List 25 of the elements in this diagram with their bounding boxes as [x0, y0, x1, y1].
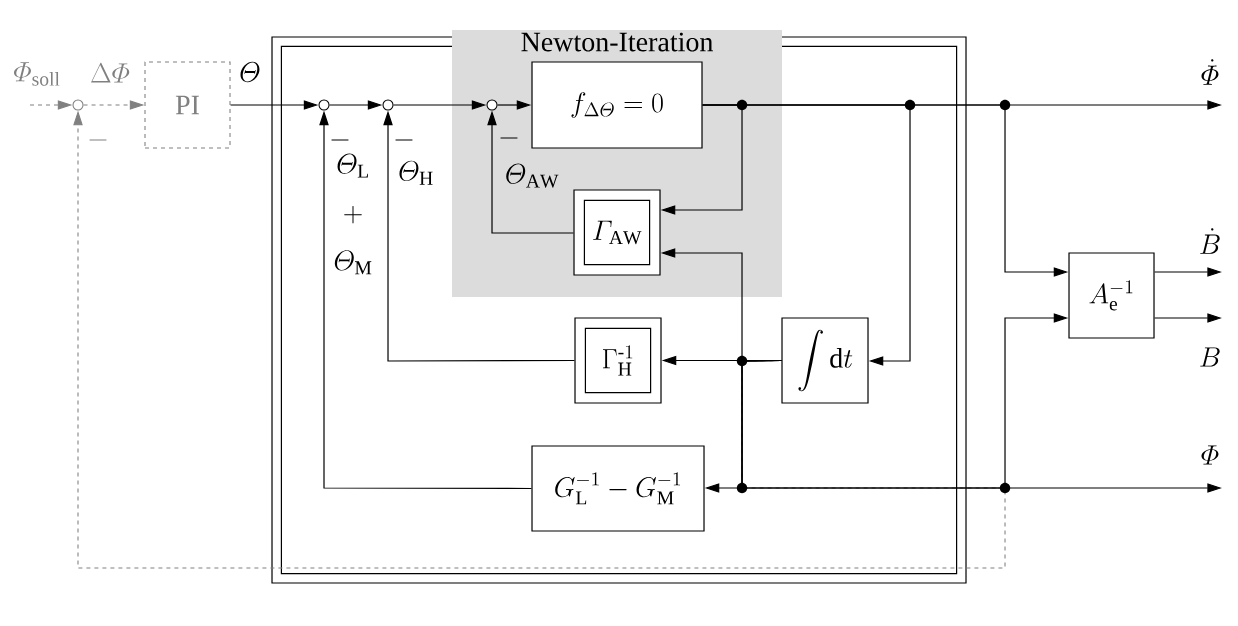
edge-label: $\varPhi$ — [1201, 445, 1219, 465]
edge-label: $\dot{B}$ — [1200, 228, 1220, 254]
block-box: $f_{\Delta\varTheta} = 0$ — [531, 61, 703, 149]
summing-junction — [382, 99, 394, 111]
block-box: $\varGamma_\mathrm{AW}$ — [573, 189, 661, 276]
block-box: $G_\mathrm{L}^{-1} - G_\mathrm{M}^{-1}$ — [531, 445, 705, 532]
controller-box: PI — [144, 61, 231, 149]
edge-label: $\varPhi_\mathrm{soll}$ — [14, 62, 60, 86]
edge-label: $B$ — [1200, 347, 1220, 367]
summing-junction — [486, 99, 498, 111]
edge-label: $\Delta\varPhi$ — [91, 62, 130, 83]
edge-label: $\begin{array}{c}\varTheta_\mathrm{L}\\+\\\varTheta_\mathrm{M}\end{array}$ — [334, 153, 372, 275]
sign-label: $-$ — [500, 137, 518, 139]
sign-label: $-$ — [395, 139, 413, 141]
edge-label: $\varTheta$ — [240, 61, 260, 83]
block-box: $A_\mathrm{e}^{-1}$ — [1068, 252, 1155, 339]
sign-label: $-$ — [89, 139, 107, 141]
summing-junction — [72, 99, 84, 111]
block-box: $\Gamma_\mathrm{H}^{\text{-}1}$ — [574, 317, 662, 404]
edge-label: $\varTheta_\mathrm{AW}$ — [506, 163, 559, 188]
sign-label: $-$ — [331, 139, 349, 141]
edge-label: $\dot{\varPhi}$ — [1201, 59, 1219, 85]
edge-label: $\varTheta_\mathrm{H}$ — [399, 160, 433, 185]
integrator-box: $\int \mathrm{d}t$ — [781, 317, 869, 404]
summing-junction — [318, 99, 330, 111]
